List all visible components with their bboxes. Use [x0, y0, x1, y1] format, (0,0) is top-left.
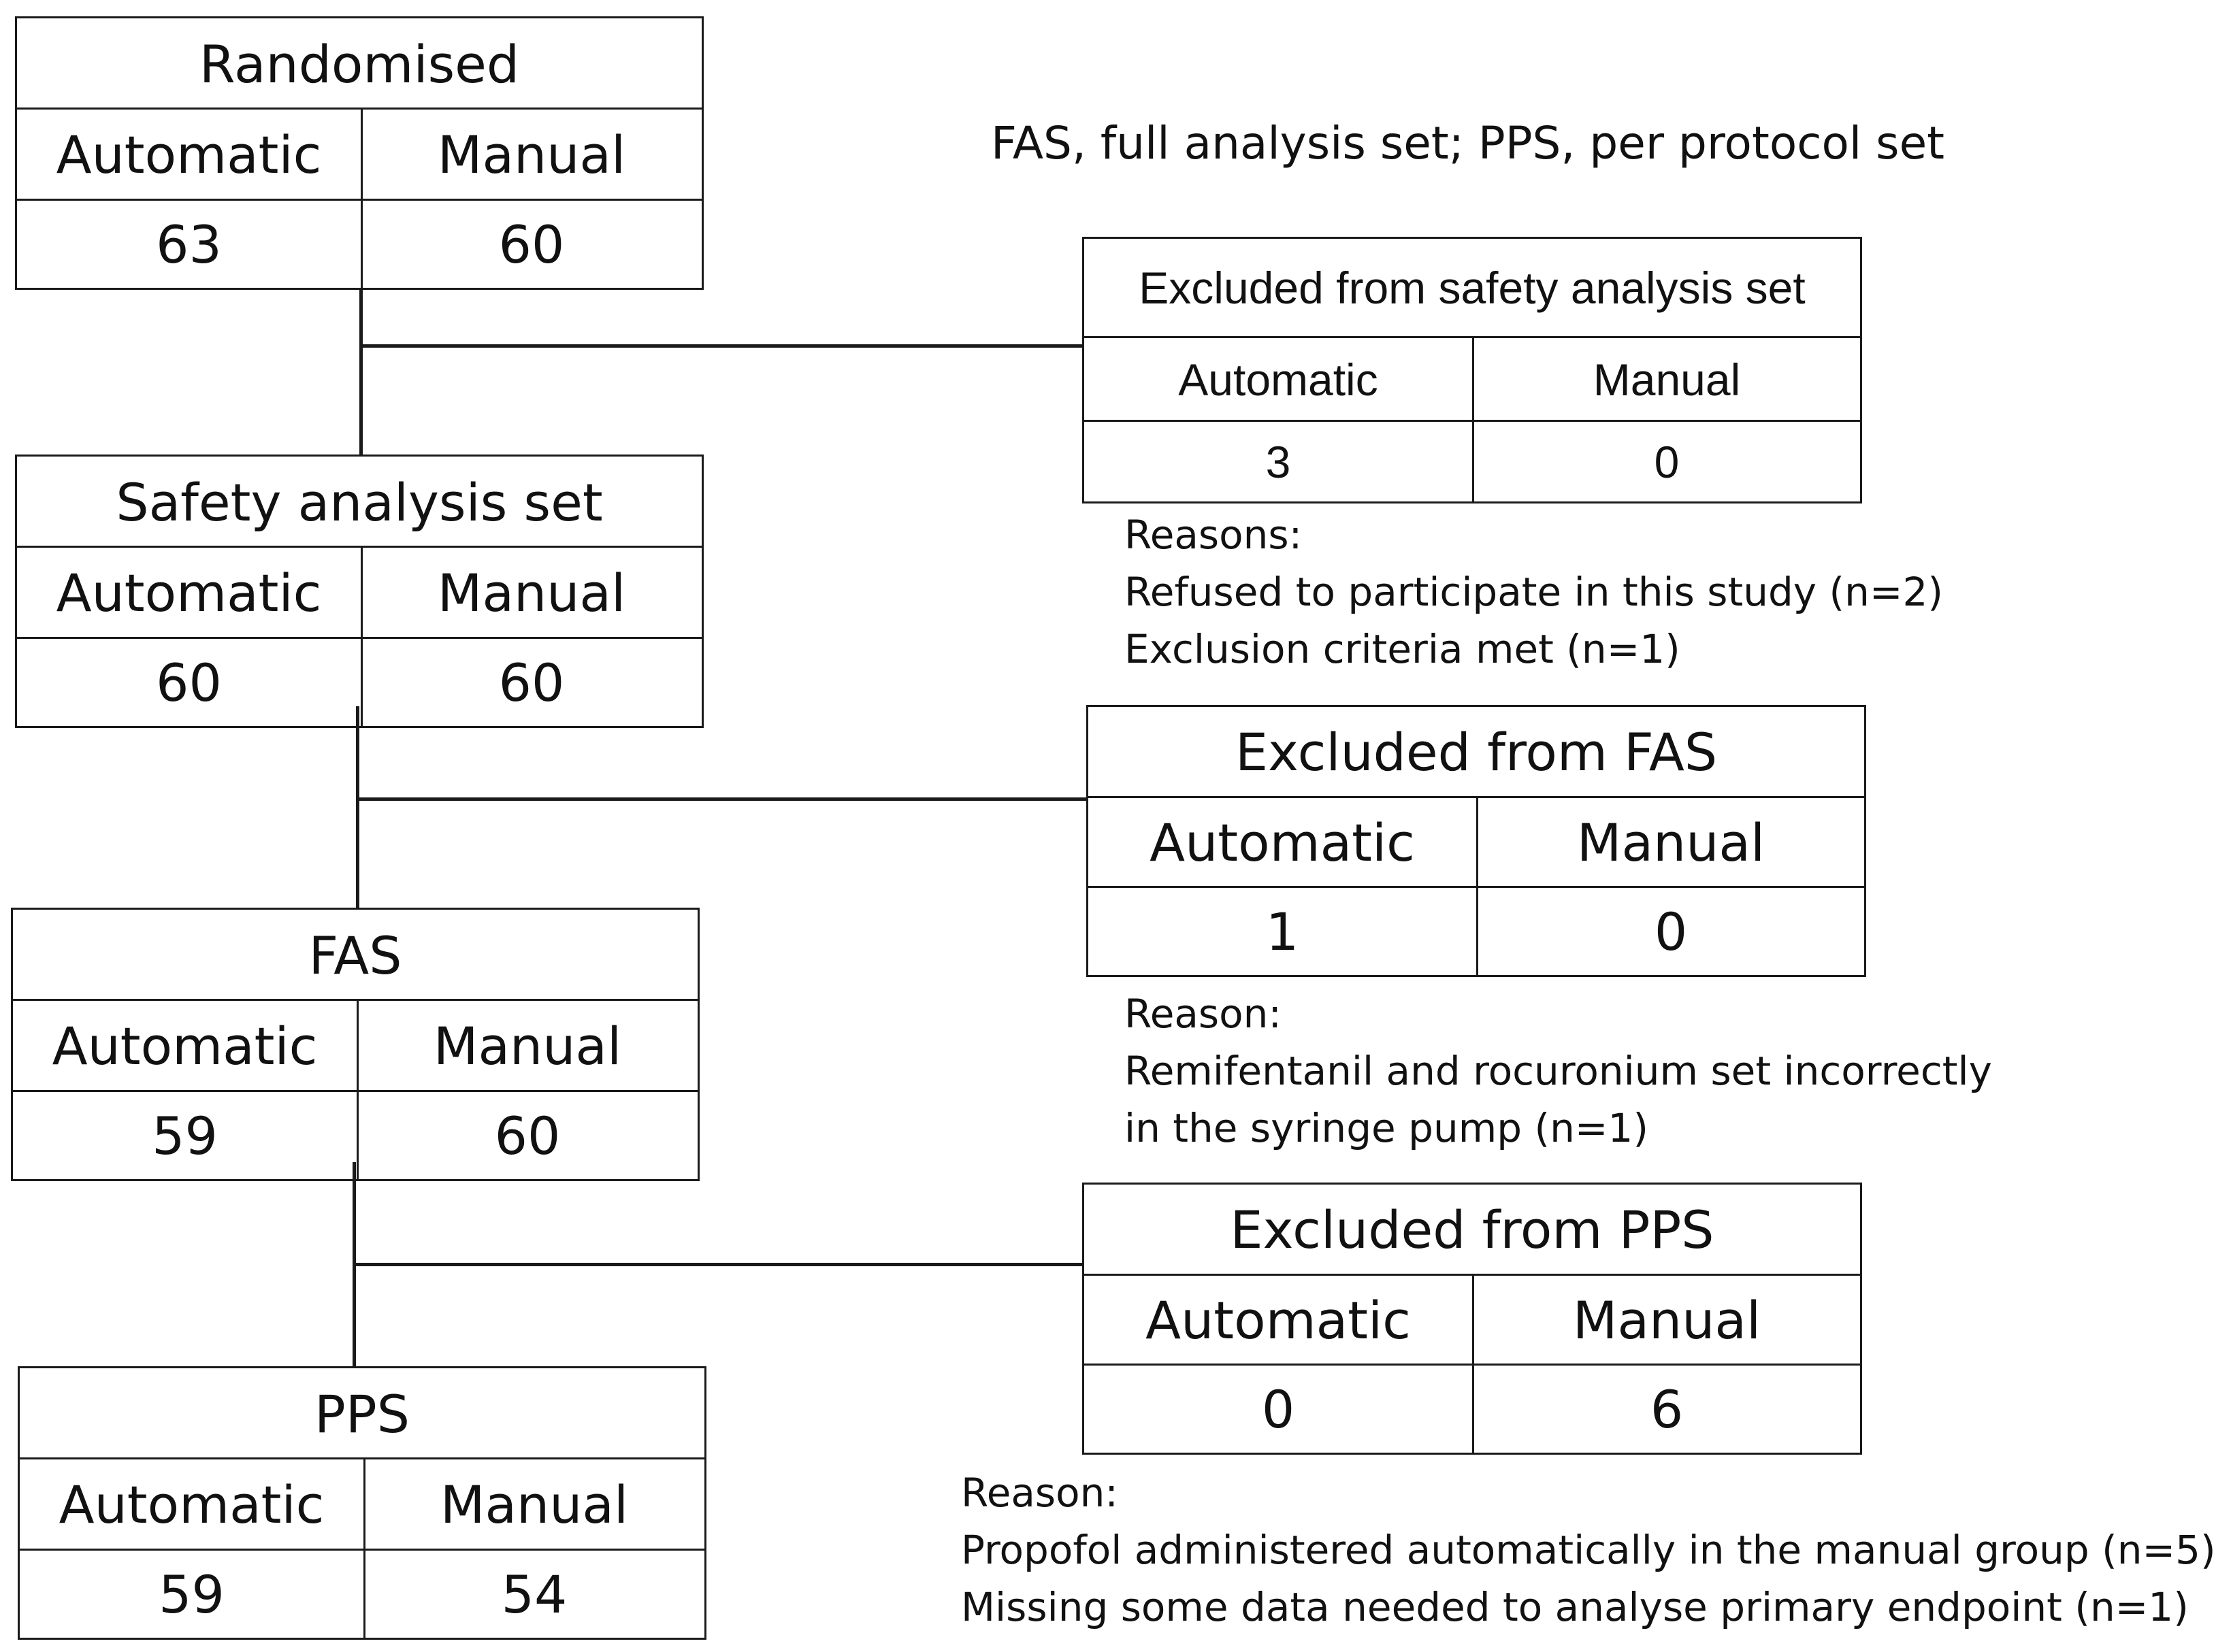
automatic-header: Automatic	[56, 124, 322, 185]
manual-header: Manual	[437, 562, 626, 623]
reason-line: Exclusion criteria met (n=1)	[1124, 626, 1680, 672]
manual-count: 60	[498, 652, 565, 713]
randomised-box: Randomised Automatic Manual 63 60	[15, 16, 704, 290]
manual-header: Manual	[1576, 812, 1765, 873]
connector-line	[361, 344, 1083, 348]
automatic-header: Automatic	[1150, 812, 1415, 873]
manual-header: Manual	[1593, 354, 1741, 405]
reason-line: Remifentanil and rocuronium set incorrec…	[1124, 1048, 1992, 1094]
automatic-header: Automatic	[52, 1015, 318, 1076]
legend-text: FAS, full analysis set; PPS, per protoco…	[991, 117, 1945, 169]
reason-line: Propofol administered automatically in t…	[961, 1527, 2216, 1573]
pps-box: PPS Automatic Manual 59 54	[18, 1366, 706, 1640]
manual-count: 60	[498, 214, 565, 275]
reasons-heading: Reason:	[961, 1470, 1118, 1516]
excluded-fas-box: Excluded from FAS Automatic Manual 1 0	[1086, 705, 1866, 977]
reason-line: Refused to participate in this study (n=…	[1124, 569, 1944, 615]
box-title: Excluded from FAS	[1235, 722, 1718, 782]
automatic-header: Automatic	[1145, 1289, 1411, 1351]
manual-count: 0	[1654, 436, 1680, 487]
box-title: FAS	[308, 925, 402, 986]
box-title: Randomised	[199, 33, 520, 95]
reasons-heading: Reason:	[1124, 991, 1282, 1037]
box-title: Safety analysis set	[116, 472, 603, 533]
manual-header: Manual	[437, 124, 626, 185]
excluded-safety-box: Excluded from safety analysis set Automa…	[1082, 237, 1862, 503]
connector-line	[357, 797, 1086, 801]
automatic-count: 1	[1265, 901, 1299, 962]
reasons-heading: Reasons:	[1124, 512, 1303, 558]
connector-line	[354, 1263, 1083, 1266]
automatic-count: 63	[156, 214, 222, 275]
box-title: Excluded from PPS	[1230, 1200, 1714, 1260]
reasons-safety: Reasons: Refused to participate in this …	[1124, 506, 1943, 678]
connector-line	[359, 290, 363, 455]
reasons-fas: Reason: Remifentanil and rocuronium set …	[1124, 985, 1992, 1157]
safety-analysis-set-box: Safety analysis set Automatic Manual 60 …	[15, 455, 704, 728]
manual-header: Manual	[433, 1015, 622, 1076]
automatic-count: 0	[1261, 1378, 1295, 1440]
box-title: PPS	[314, 1383, 410, 1444]
manual-header: Manual	[440, 1474, 629, 1535]
reason-line: in the syringe pump (n=1)	[1124, 1105, 1648, 1151]
automatic-header: Automatic	[59, 1474, 325, 1535]
manual-count: 60	[494, 1105, 561, 1166]
reasons-pps: Reason: Propofol administered automatica…	[961, 1464, 2216, 1636]
reason-line: Missing some data needed to analyse prim…	[961, 1584, 2189, 1630]
automatic-count: 60	[156, 652, 222, 713]
box-title: Excluded from safety analysis set	[1139, 263, 1806, 313]
automatic-count: 3	[1265, 436, 1291, 487]
automatic-header: Automatic	[1178, 354, 1378, 405]
excluded-pps-box: Excluded from PPS Automatic Manual 0 6	[1082, 1183, 1862, 1455]
manual-count: 54	[501, 1564, 568, 1625]
automatic-header: Automatic	[56, 562, 322, 623]
fas-box: FAS Automatic Manual 59 60	[11, 908, 700, 1181]
manual-header: Manual	[1572, 1289, 1761, 1351]
automatic-count: 59	[152, 1105, 218, 1166]
automatic-count: 59	[159, 1564, 225, 1625]
manual-count: 0	[1654, 901, 1688, 962]
manual-count: 6	[1650, 1378, 1684, 1440]
connector-line	[356, 706, 359, 908]
